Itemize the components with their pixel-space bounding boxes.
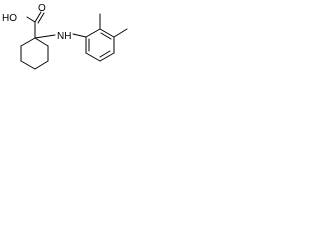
ring-bond-6	[20, 37, 36, 47]
ring-bond-3	[34, 60, 49, 70]
methyl-groups	[99, 13, 128, 38]
ring-bond-4	[20, 60, 36, 70]
amine-linkage: NH	[34, 31, 87, 42]
label-amine: NH	[57, 31, 71, 42]
aryl-double-1	[100, 32, 112, 40]
benzene-ring	[85, 28, 115, 62]
aryl-bond-4	[99, 52, 115, 62]
bond-n-aryl	[72, 33, 87, 38]
label-carbonyl-oxygen: O	[38, 3, 46, 14]
aryl-bond-1	[85, 28, 101, 38]
bond-ccooh-o-b	[37, 12, 45, 24]
bond-ccooh-oh	[26, 16, 36, 23]
chemical-structure: HO O NH	[2, 3, 128, 70]
cyclohexane-ring	[20, 37, 49, 70]
methyl-bond-4	[113, 28, 128, 38]
aryl-double-2	[99, 50, 111, 58]
carboxyl-group: HO O	[2, 3, 46, 39]
bond-c1-n	[34, 34, 56, 39]
ring-bond-1	[34, 37, 49, 47]
bond-ccooh-o-a	[34, 11, 42, 23]
aryl-bond-5	[85, 52, 101, 62]
label-hydroxyl: HO	[2, 13, 17, 24]
aryl-bond-2	[99, 28, 115, 38]
